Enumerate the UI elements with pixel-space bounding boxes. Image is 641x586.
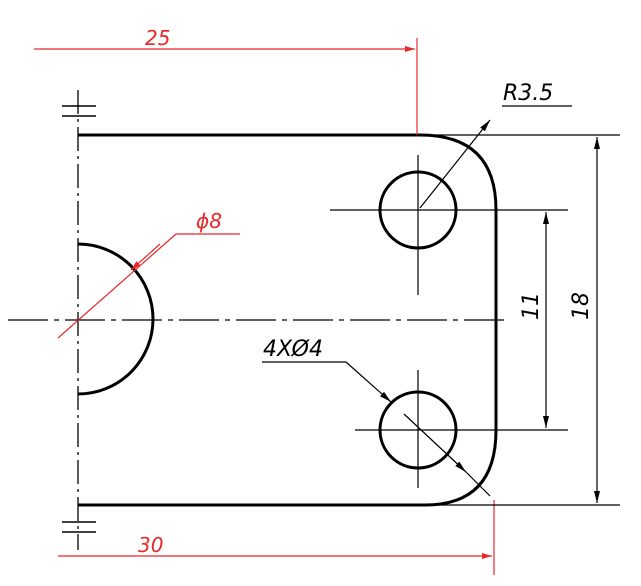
dim-11-label: 11: [519, 292, 544, 320]
dim-r35-leader: [419, 119, 491, 209]
dim-phi8-arrow: [130, 243, 161, 271]
black-dimensions: [262, 105, 620, 506]
dim-r35-label: R3.5: [503, 81, 553, 106]
dim-phi8-label: ϕ8: [196, 209, 222, 233]
dim-4xphi4-tail: [465, 471, 491, 497]
dim-30-label: 30: [138, 533, 163, 557]
red-dimensions: [34, 38, 495, 575]
dim-18-label: 18: [569, 292, 594, 320]
dim-25-label: 25: [145, 26, 170, 50]
semicircle-cutout: [77, 242, 155, 396]
centerlines: [8, 155, 568, 488]
dim-4xphi4-leader: [345, 361, 392, 403]
dim-phi8-leader: [57, 233, 177, 339]
dim-4xphi4-label: 4XØ4: [263, 337, 323, 362]
dim-4xphi4-through-line: [403, 413, 467, 473]
